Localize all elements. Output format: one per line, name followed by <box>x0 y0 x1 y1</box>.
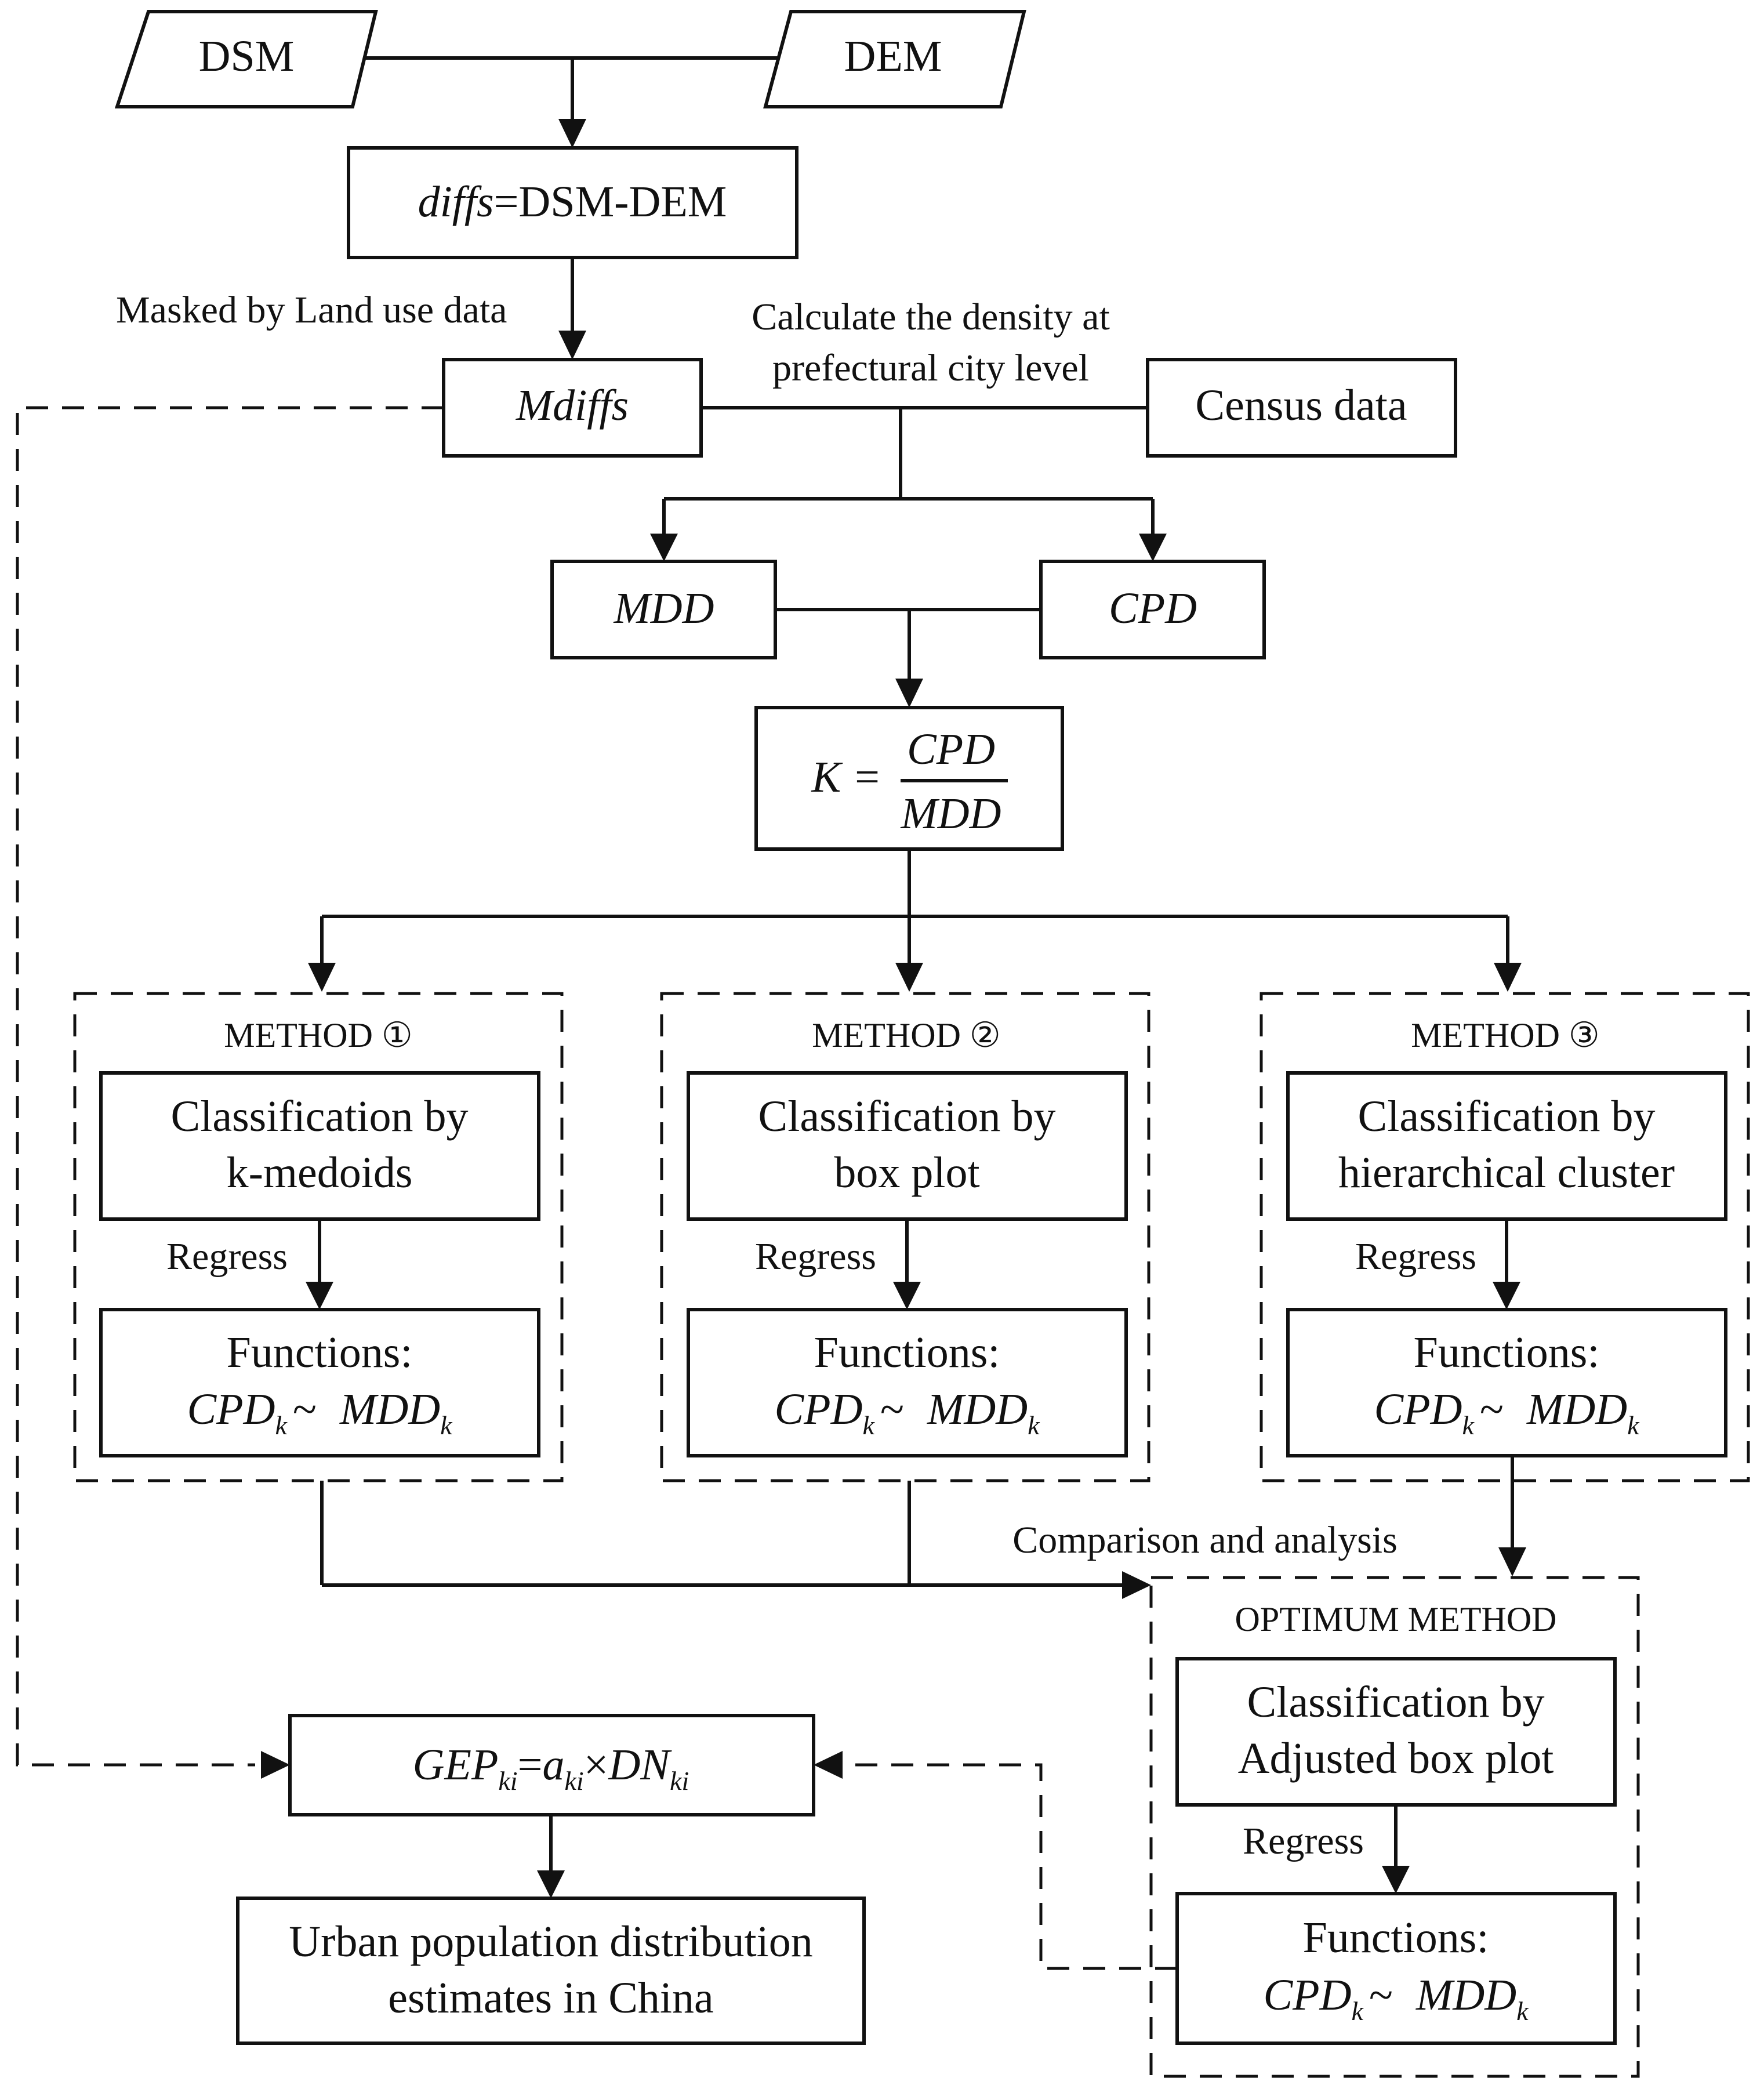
mask-label: Masked by Land use data <box>116 289 507 331</box>
method-3-frame <box>1260 992 1750 1482</box>
method-1-frame <box>73 992 564 1482</box>
dsm-label: DSM <box>199 32 295 81</box>
mdd-label: MDD <box>613 584 714 633</box>
method-3-title: METHOD ③ <box>1411 1016 1599 1054</box>
diffs-formula: diffs=DSM-DEM <box>418 177 727 226</box>
arrowhead <box>1139 534 1167 561</box>
density-label-line1: Calculate the density at <box>752 296 1110 338</box>
method-1-title: METHOD ① <box>224 1016 412 1054</box>
ratio-lhs: K = <box>811 753 882 802</box>
arrowhead <box>893 1282 921 1310</box>
arrowhead <box>814 1751 843 1779</box>
arrowhead <box>1493 1282 1520 1310</box>
method-1-class-line1: Classification by <box>171 1092 469 1141</box>
method-2-frame <box>660 992 1150 1482</box>
output-box <box>236 1897 866 2045</box>
method-1-function-expr: CPDk~MDDk <box>187 1385 453 1440</box>
dem-input-shape <box>763 10 1026 108</box>
arrowhead <box>558 119 586 148</box>
optimum-functions-box <box>1175 1892 1617 2045</box>
dsm-input-shape <box>114 10 378 108</box>
arrowhead <box>895 679 923 708</box>
method-3-function-expr: CPDk~MDDk <box>1374 1385 1640 1440</box>
method-2-group: METHOD ② Classification by box plot Regr… <box>660 992 1150 1482</box>
comparison-label: Comparison and analysis <box>1012 1519 1398 1561</box>
optimum-class-line1: Classification by <box>1247 1678 1545 1727</box>
optimum-frame <box>1149 1576 1640 2078</box>
method-2-functions-title: Functions: <box>814 1328 1000 1377</box>
method-3-class-line2: hierarchical cluster <box>1338 1148 1675 1197</box>
arrowhead <box>1498 1547 1526 1576</box>
mdiffs-box <box>442 358 703 458</box>
method-1-functions-box <box>99 1308 540 1457</box>
method-1-class-line2: k-medoids <box>227 1148 413 1197</box>
optimum-regress-label: Regress <box>1243 1820 1364 1862</box>
arrowhead <box>1122 1571 1151 1599</box>
method-2-functions-box <box>687 1308 1128 1457</box>
method-1-group: METHOD ① Classification by k-medoids Reg… <box>73 992 564 1482</box>
arrowhead <box>537 1870 565 1898</box>
ratio-denominator: MDD <box>900 789 1001 838</box>
optimum-classification-box <box>1175 1657 1617 1807</box>
arrowhead <box>261 1751 290 1779</box>
method-2-class-line2: box plot <box>834 1148 979 1197</box>
arrowhead <box>558 331 586 360</box>
optimum-title: OPTIMUM METHOD <box>1235 1600 1557 1638</box>
method-1-classification-box <box>99 1071 540 1221</box>
method-2-function-expr: CPDk~MDDk <box>774 1385 1040 1440</box>
method-3-functions-box <box>1286 1308 1727 1457</box>
ratio-box <box>754 706 1064 851</box>
method-2-title: METHOD ② <box>812 1016 1000 1054</box>
dem-label: DEM <box>844 32 942 81</box>
mdiffs-label: Mdiffs <box>516 381 629 430</box>
output-line1: Urban population distribution <box>289 1917 812 1966</box>
census-label: Census data <box>1195 381 1407 430</box>
method-2-class-line1: Classification by <box>758 1092 1056 1141</box>
optimum-to-gep-dashed-path <box>847 1763 1177 1970</box>
arrowhead <box>1382 1866 1410 1894</box>
mdd-box <box>550 560 777 659</box>
optimum-function-expr: CPDk~MDDk <box>1263 1971 1529 2026</box>
optimum-class-line2: Adjusted box plot <box>1238 1734 1554 1783</box>
arrowhead <box>306 1282 333 1310</box>
arrowhead <box>308 963 336 992</box>
diffs-box <box>347 146 798 259</box>
arrowhead <box>650 534 678 561</box>
cpd-label: CPD <box>1109 584 1197 633</box>
arrowhead <box>895 963 923 992</box>
cpd-box <box>1039 560 1266 659</box>
method-1-functions-title: Functions: <box>227 1328 413 1377</box>
method-3-regress-label: Regress <box>1355 1235 1476 1278</box>
density-label-line2: prefectural city level <box>772 347 1089 389</box>
ratio-numerator: CPD <box>907 725 995 774</box>
optimum-functions-title: Functions: <box>1303 1913 1489 1962</box>
gep-formula: GEPki=aki×DNki <box>413 1740 689 1796</box>
method-1-regress-label: Regress <box>166 1235 288 1278</box>
method-3-class-line1: Classification by <box>1358 1092 1656 1141</box>
method-2-classification-box <box>687 1071 1128 1221</box>
method-3-group: METHOD ③ Classification by hierarchical … <box>1260 992 1750 1482</box>
output-line2: estimates in China <box>388 1974 713 2022</box>
method-3-classification-box <box>1286 1071 1727 1221</box>
method-3-functions-title: Functions: <box>1414 1328 1600 1377</box>
arrowhead <box>1494 963 1522 992</box>
optimum-method-group: OPTIMUM METHOD Classification by Adjuste… <box>1149 1576 1640 2078</box>
method-2-regress-label: Regress <box>755 1235 876 1278</box>
